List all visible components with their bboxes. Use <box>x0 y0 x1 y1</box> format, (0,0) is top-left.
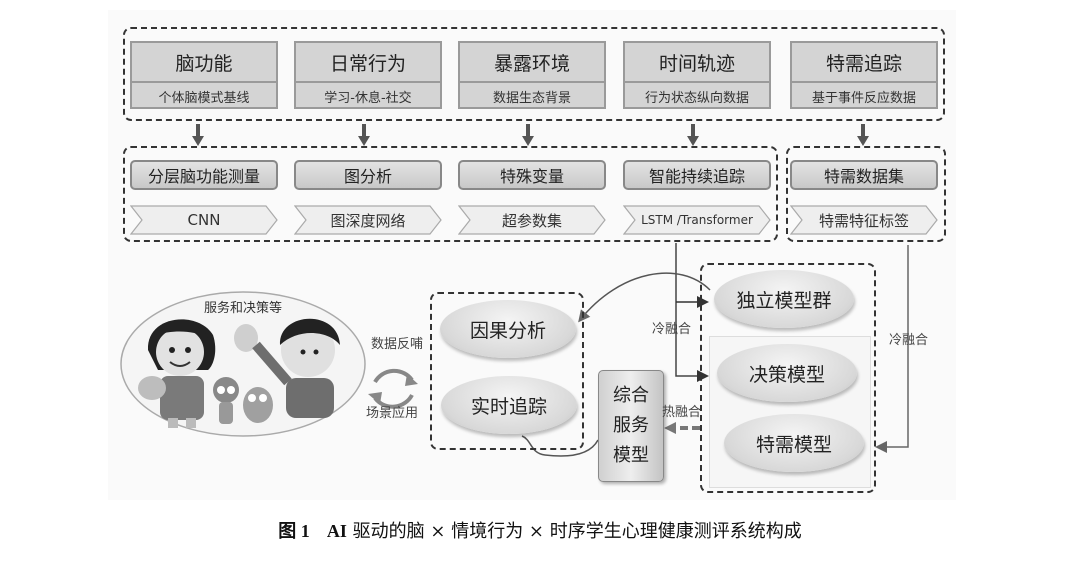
robot-figure <box>213 377 239 424</box>
hot-fusion-label: 热融合 <box>662 405 702 420</box>
data-source-title: 特需追踪 <box>792 43 936 83</box>
data-source-card[interactable]: 特需追踪 基于事件反应数据 <box>790 41 938 109</box>
model-chevron-label: 特需特征标签 <box>818 211 909 230</box>
method-box[interactable]: 特需数据集 <box>790 160 938 190</box>
realtime-tracking-node[interactable]: 实时追踪 <box>441 376 577 434</box>
down-arrow-1 <box>192 124 204 146</box>
causal-analysis-node[interactable]: 因果分析 <box>440 300 576 358</box>
decision-model-node[interactable]: 决策模型 <box>717 344 857 402</box>
service-curve <box>521 435 599 457</box>
service-model-line-2: 服务 <box>613 415 649 436</box>
cat-figure <box>243 387 273 423</box>
data-source-title: 时间轨迹 <box>625 43 769 83</box>
service-model-line-1: 综合 <box>613 385 649 406</box>
data-source-subtitle: 学习-休息-社交 <box>324 90 412 106</box>
model-chevron[interactable]: 图深度网络 <box>294 205 442 235</box>
data-source-card[interactable]: 脑功能 个体脑模式基线 <box>130 41 278 109</box>
down-arrows <box>192 124 869 146</box>
model-chevron[interactable]: 特需特征标签 <box>790 205 938 235</box>
cycle-label-bottom: 场景应用 <box>366 406 419 421</box>
down-arrow-3 <box>522 124 534 146</box>
figure-number: 图 1 <box>278 521 310 541</box>
down-arrow-2 <box>358 124 370 146</box>
data-source-card[interactable]: 暴露环境 数据生态背景 <box>458 41 606 109</box>
data-source-subtitle: 基于事件反应数据 <box>811 90 916 106</box>
figure-caption: 图 1 AI 驱动的脑 × 情境行为 × 时序学生心理健康测评系统构成 <box>0 517 1080 543</box>
model-chevron-label: LSTM /Transformer <box>641 213 753 227</box>
model-chevron[interactable]: CNN <box>130 205 278 235</box>
special-method-group <box>786 146 946 242</box>
integrated-service-model-node[interactable]: 综合 服务 模型 <box>598 370 664 482</box>
application-group <box>430 292 584 450</box>
independent-models-node[interactable]: 独立模型群 <box>714 270 854 328</box>
caption-ai: AI <box>326 521 347 541</box>
caption-text: 驱动的脑 × 情境行为 × 时序学生心理健康测评系统构成 <box>352 521 802 542</box>
scene-label: 服务和决策等 <box>204 300 282 316</box>
model-chevron[interactable]: 超参数集 <box>458 205 606 235</box>
cold-fusion-label-right: 冷融合 <box>889 333 929 348</box>
data-source-subtitle: 数据生态背景 <box>492 90 571 106</box>
method-box[interactable]: 智能持续追踪 <box>623 160 771 190</box>
model-chevron-label: 图深度网络 <box>330 211 406 230</box>
model-group <box>700 263 876 493</box>
method-box[interactable]: 图分析 <box>294 160 442 190</box>
data-source-title: 暴露环境 <box>460 43 604 83</box>
cold-fusion-label-left: 冷融合 <box>652 322 692 337</box>
data-source-card[interactable]: 时间轨迹 行为状态纵向数据 <box>623 41 771 109</box>
model-chevron[interactable]: LSTM /Transformer <box>623 205 771 235</box>
down-arrow-4 <box>687 124 699 146</box>
service-model-line-3: 模型 <box>613 445 649 466</box>
feedback-curve <box>578 272 711 323</box>
special-needs-model-node[interactable]: 特需模型 <box>724 414 864 472</box>
method-group <box>123 146 778 242</box>
boy-figure <box>234 318 340 418</box>
method-box[interactable]: 分层脑功能测量 <box>130 160 278 190</box>
model-chevron-label: CNN <box>187 211 221 229</box>
data-source-title: 日常行为 <box>296 43 440 83</box>
student-scene-illustration: 服务和决策等 <box>120 291 366 437</box>
cold-fusion-line-left <box>675 243 709 382</box>
data-source-subtitle: 个体脑模式基线 <box>158 90 250 106</box>
cold-fusion-line-right <box>875 245 909 453</box>
data-source-group <box>123 27 945 121</box>
girl-figure <box>138 319 216 428</box>
model-chevron-label: 超参数集 <box>501 211 562 230</box>
data-source-title: 脑功能 <box>132 43 276 83</box>
cycle-label-top: 数据反哺 <box>371 337 424 352</box>
data-source-card[interactable]: 日常行为 学习-休息-社交 <box>294 41 442 109</box>
data-source-subtitle: 行为状态纵向数据 <box>644 90 749 106</box>
down-arrow-5 <box>857 124 869 146</box>
method-box[interactable]: 特殊变量 <box>458 160 606 190</box>
